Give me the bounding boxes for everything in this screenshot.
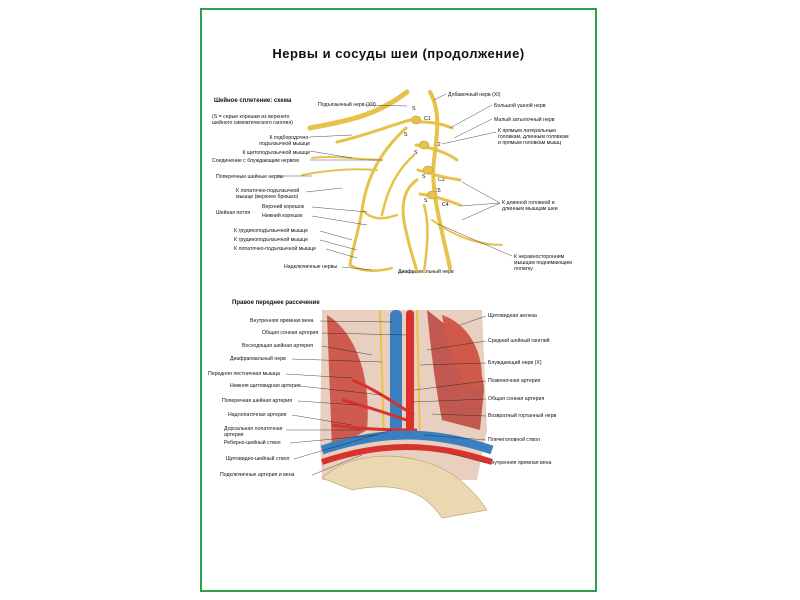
label-middle-ganglion: Средний шейный ганглий xyxy=(488,338,550,344)
label-omohyoid-upper: К лопаточно-подъязычной мышце (верхнее б… xyxy=(236,188,300,200)
marker-s3: S xyxy=(414,150,418,156)
marker-c1: C1 xyxy=(424,116,431,122)
label-thyrocervical: Щитовидно-шейный ствол xyxy=(226,456,290,462)
label-vertebral: Позвоночная артерия xyxy=(488,378,541,384)
label-dorsal-scapular: Дорсальная лопаточная артерия xyxy=(224,426,283,438)
label-rectus-branches: К прямым латеральным головкам, длинным г… xyxy=(498,128,569,146)
plexus-ganglia xyxy=(410,115,438,200)
marker-s4: S xyxy=(422,174,426,180)
upper-leader-lines xyxy=(278,93,513,273)
label-superior-root: Верхний корешок xyxy=(262,204,305,210)
illustration xyxy=(278,89,513,519)
label-accessory: Добавочный нерв (XI) xyxy=(448,92,501,98)
label-inferior-thyroid: Нижняя щитовидная артерия xyxy=(230,383,301,389)
label-geniohyoid: К подбородочно- подъязычной мышце xyxy=(259,135,310,147)
label-omohyoid-lower: К лопаточно-подъязычной мышце xyxy=(234,246,316,252)
label-anterior-scalene: Передняя лестничная мышца xyxy=(208,371,280,377)
lower-heading: Правое переднее рассечение xyxy=(232,300,320,306)
lower-leader-lines xyxy=(285,315,487,476)
label-sternothyroid: К грудиноподъязычной мышце xyxy=(234,237,308,243)
upper-heading: Шейное сплетение: схема xyxy=(214,98,292,104)
marker-c5: C5 xyxy=(434,188,441,194)
plexus-diagram xyxy=(301,89,503,274)
label-cca-left: Общая сонная артерия xyxy=(262,330,319,336)
label-transverse-cervical-a: Поперечная шейная артерия xyxy=(222,398,293,404)
label-recurrent-laryngeal: Возвратный гортанный нерв xyxy=(488,413,557,419)
label-longus-branches: К длинной головной и длинным мышцам шеи xyxy=(502,200,558,212)
label-ijv-right: Внутренняя яремная вена xyxy=(488,460,552,466)
label-great-auricular: Большой ушной нерв xyxy=(494,103,546,109)
poster-frame: Нервы и сосуды шеи (продолжение) Шейное … xyxy=(200,8,597,592)
dissection-illustration xyxy=(320,309,494,519)
label-suprascapular: Надлопаточная артерия xyxy=(228,412,287,418)
upper-note: (S = серые корешки из верхнего шейного с… xyxy=(212,114,293,126)
label-vagus: Блуждающий нерв (X) xyxy=(488,360,542,366)
label-ascending-cervical: Восходящая шейная артерия xyxy=(242,343,313,349)
marker-s2: S xyxy=(404,132,408,138)
label-phrenic-lower: Диафрагмальный нерв xyxy=(230,356,286,362)
label-costocervical: Реберно-шейный ствол xyxy=(224,440,281,446)
label-transverse-cervical: Поперечные шейные нервы xyxy=(216,174,284,180)
label-ijv-left: Внутренняя яремная вена xyxy=(250,318,314,324)
marker-c4: C4 xyxy=(442,202,449,208)
label-vagus-connection: Соединение с блуждающим нервом xyxy=(212,158,299,164)
label-inferior-root: Нижний корешок xyxy=(262,213,303,219)
marker-s1: S xyxy=(412,106,416,112)
label-thyroid-gland: Щитовидная железа xyxy=(488,313,537,319)
poster-title: Нервы и сосуды шеи (продолжение) xyxy=(272,46,525,61)
label-brachiocephalic: Плечеголовной ствол xyxy=(488,437,540,443)
marker-c3: C3 xyxy=(438,177,445,183)
label-sternohyoid: К грудиноподъязычной мышце xyxy=(234,228,308,234)
label-cca-right: Общая сонная артерия xyxy=(488,396,545,402)
label-subclavian: Подключичные артерия и вена xyxy=(220,472,295,478)
label-thyrohyoid: К щитоподъязычной мышце xyxy=(242,150,310,156)
label-lesser-occipital: Малый затылочный нерв xyxy=(494,117,555,123)
label-ansa-cervicalis: Шейная петля xyxy=(216,210,251,216)
label-scalene-branches: К неравносторонним мышцам поднимающим ло… xyxy=(514,254,572,272)
label-supraclavicular: Надключичные нервы xyxy=(284,264,338,270)
marker-s5: S xyxy=(424,198,428,204)
